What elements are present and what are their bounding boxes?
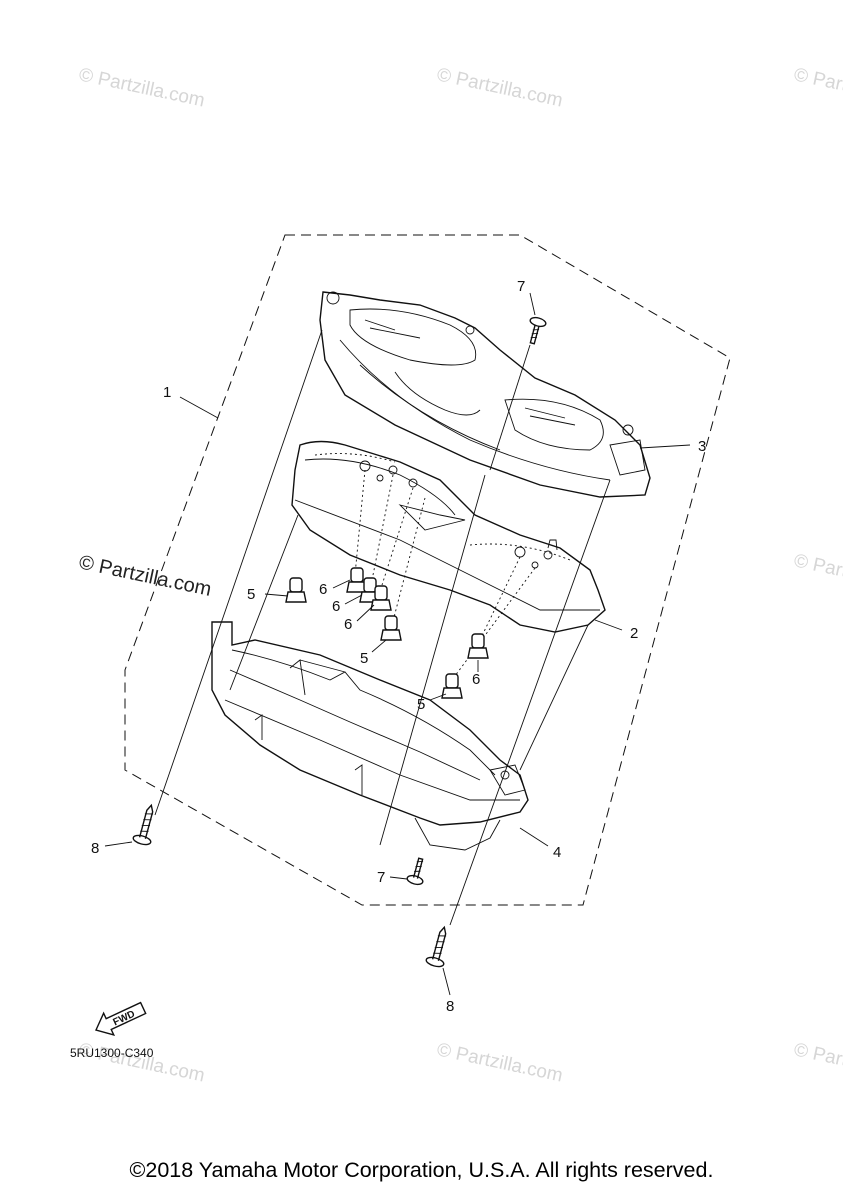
callout-1: 1 <box>163 384 171 401</box>
fwd-label: FWD <box>112 1009 137 1029</box>
callout-8: 8 <box>446 998 454 1015</box>
watermark-text: © Partzilla.com <box>792 550 843 597</box>
screw-8-left <box>132 803 154 846</box>
callout-7: 7 <box>517 278 525 295</box>
leader-lines <box>104 292 691 996</box>
bulb-socket <box>380 615 402 641</box>
callout-5: 5 <box>360 650 368 667</box>
screw-8-bottom <box>425 925 447 968</box>
assembly-boundary <box>124 234 731 906</box>
fwd-arrow-icon: FWD <box>95 1001 147 1037</box>
meter-panel <box>291 440 606 633</box>
callout-8: 8 <box>91 840 99 857</box>
bulb-sockets <box>285 567 489 699</box>
callout-6: 6 <box>319 581 327 598</box>
bulb-socket <box>467 633 489 659</box>
callout-5: 5 <box>247 586 255 603</box>
bulb-socket <box>370 585 392 611</box>
callout-3: 3 <box>698 438 706 455</box>
callout-7: 7 <box>377 869 385 886</box>
upper-meter-case <box>319 291 651 498</box>
bulb-socket <box>346 567 368 593</box>
watermark-text: © Partzilla.com <box>435 1039 565 1086</box>
watermark-text: © Partzilla.com <box>792 64 843 111</box>
callout-2: 2 <box>630 625 638 642</box>
watermark-text: © Partzilla.com <box>435 64 565 111</box>
callout-4: 4 <box>553 844 561 861</box>
bulb-socket <box>441 673 463 699</box>
diagram-code: 5RU1300-C340 <box>70 1046 154 1060</box>
watermark-text: © Partzilla.com <box>77 64 207 111</box>
screws <box>132 316 547 968</box>
copyright-notice: ©2018 Yamaha Motor Corporation, U.S.A. A… <box>129 1158 714 1182</box>
watermark-text: © Partzilla.com <box>792 1039 843 1086</box>
screw-7-bottom <box>406 857 424 886</box>
callout-5: 5 <box>417 696 425 713</box>
callout-6: 6 <box>344 616 352 633</box>
callout-6: 6 <box>472 671 480 688</box>
callout-6: 6 <box>332 598 340 615</box>
watermark-text-dark: © Partzilla.com <box>77 551 213 601</box>
assembly-guide-lines <box>154 329 611 926</box>
screw-7-top <box>529 316 547 345</box>
callout-labels: 1 3 2 4 5 5 5 6 6 6 6 7 7 8 8 <box>91 278 706 1015</box>
bulb-socket <box>285 577 307 603</box>
